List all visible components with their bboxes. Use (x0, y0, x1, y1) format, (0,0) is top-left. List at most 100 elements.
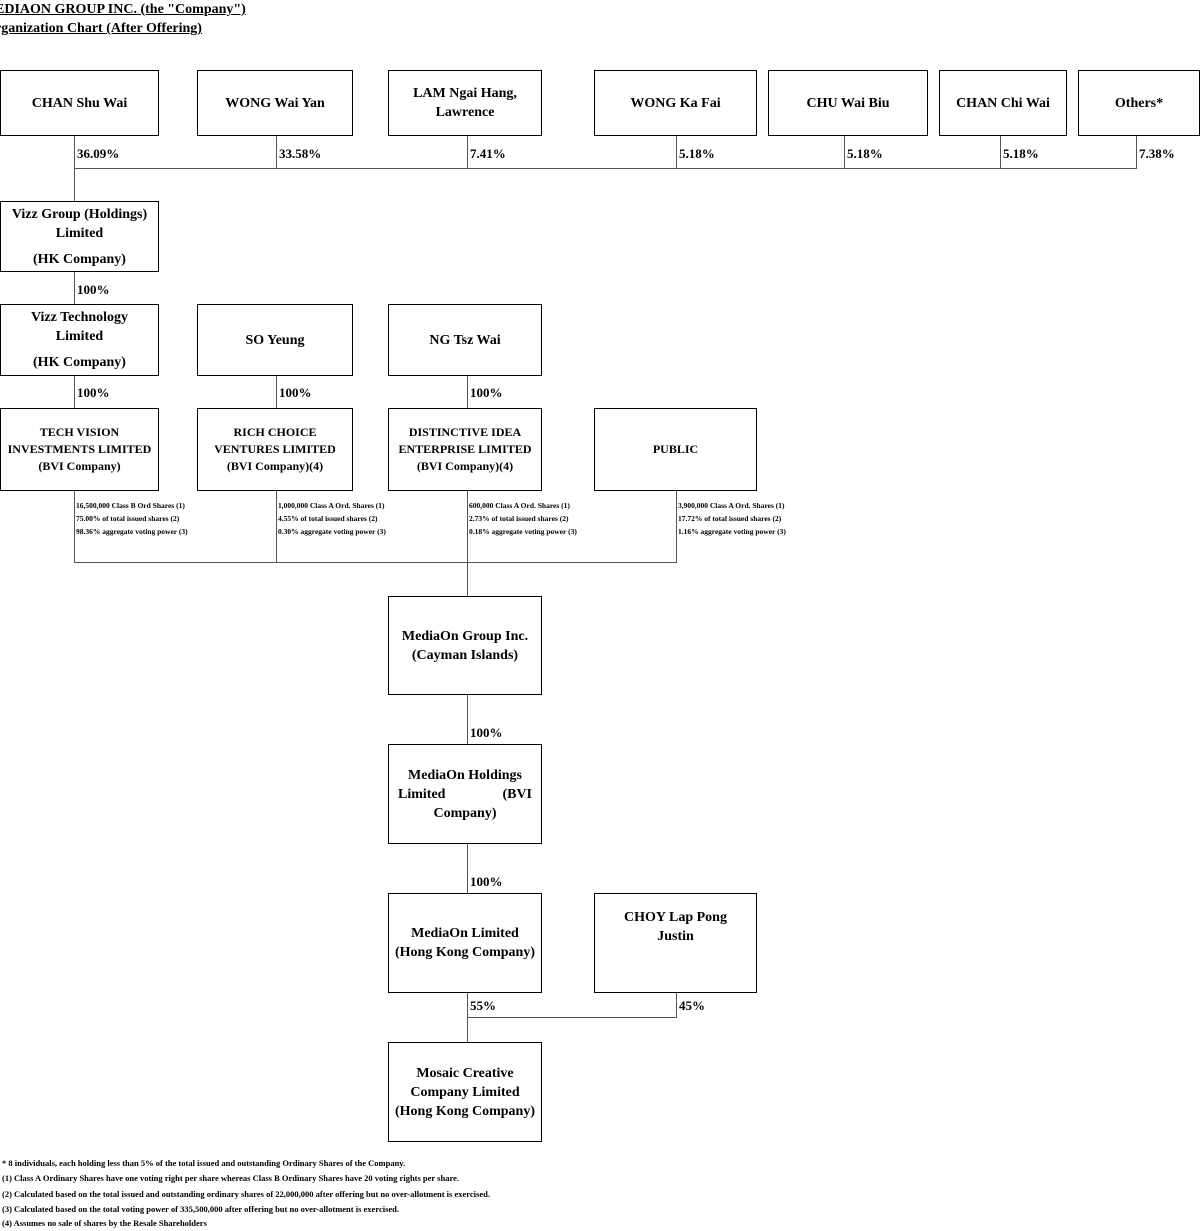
ownership-percentage: 100% (470, 874, 503, 889)
connector-line (467, 490, 468, 597)
tech-vision-box: TECH VISION INVESTMENTS LIMITED (BVI Com… (0, 408, 159, 491)
choy-lap-pong-box: CHOY Lap Pong Justin (594, 893, 757, 993)
entity-jurisdiction: (Hong Kong Company) (394, 1103, 536, 1119)
entity-name: INVESTMENTS LIMITED (7, 442, 152, 456)
entity-name: TECH VISION (39, 425, 120, 439)
shareholding-line: 0.30% aggregate voting power (3) (278, 527, 386, 536)
ownership-percentage: 100% (470, 385, 503, 400)
shareholder-name: CHOY Lap Pong (624, 910, 727, 925)
connector-line (74, 168, 1137, 169)
entity-name: Vizz Group (Holdings) (11, 206, 148, 222)
footnote: * 8 individuals, each holding less than … (2, 1158, 406, 1168)
connector-line (1000, 135, 1001, 168)
ownership-percentage: 5.18% (847, 146, 883, 161)
shareholding-line: 17.72% of total issued shares (2) (678, 514, 782, 523)
shareholder-box: LAM Ngai Hang, Lawrence (388, 70, 542, 136)
so-yeung-box: SO Yeung (197, 304, 353, 376)
entity-name: MediaOn Limited (411, 926, 519, 941)
shareholder-name: Lawrence (435, 105, 495, 120)
ownership-percentage: 55% (470, 998, 496, 1013)
entity-name: Mosaic Creative (416, 1065, 514, 1081)
shareholder-box: Others* (1078, 70, 1200, 136)
shareholder-box: CHAN Chi Wai (939, 70, 1067, 136)
public-box: PUBLIC (594, 408, 757, 491)
vizz-holdings-box: Vizz Group (Holdings) Limited (HK Compan… (0, 201, 159, 272)
ng-tsz-wai-box: NG Tsz Wai (388, 304, 542, 376)
shareholding-line: 2.73% of total issued shares (2) (469, 514, 569, 523)
shareholder-name: LAM Ngai Hang, (413, 86, 517, 101)
entity-jurisdiction: (BVI (502, 786, 532, 802)
footnote: (2) Calculated based on the total issued… (2, 1189, 490, 1199)
connector-line (74, 562, 677, 563)
chart-title: EDIAON GROUP INC. (the "Company") (0, 2, 246, 17)
connector-line (676, 135, 677, 168)
mediaon-holdings-box: MediaOn Holdings Limited (BVI Company) (388, 744, 542, 844)
shareholding-line: 3,900,000 Class A Ord. Shares (1) (678, 501, 785, 510)
connector-line (74, 271, 75, 305)
shareholder-name: NG Tsz Wai (429, 332, 501, 348)
shareholder-name: CHAN Shu Wai (31, 95, 128, 111)
ownership-percentage: 7.41% (470, 146, 506, 161)
shareholder-box: CHAN Shu Wai (0, 70, 159, 136)
ownership-percentage: 5.18% (679, 146, 715, 161)
shareholding-line: 0.18% aggregate voting power (3) (469, 527, 577, 536)
entity-name: Vizz Technology (30, 310, 129, 325)
shareholder-name: SO Yeung (245, 332, 305, 348)
entity-jurisdiction: (HK Company) (33, 251, 126, 267)
entity-name: RICH CHOICE (233, 425, 317, 439)
ownership-percentage: 100% (77, 282, 110, 297)
entity-name: Limited (55, 225, 104, 241)
entity-name: Limited (55, 329, 104, 344)
shareholder-name: Justin (657, 929, 694, 944)
ownership-percentage: 5.18% (1003, 146, 1039, 161)
shareholding-line: 1,000,000 Class A Ord. Shares (1) (278, 501, 385, 510)
connector-line (467, 1017, 677, 1018)
shareholding-line: 600,000 Class A Ord. Shares (1) (469, 501, 570, 510)
ownership-percentage: 36.09% (77, 146, 120, 161)
vizz-technology-box: Vizz Technology Limited (HK Company) (0, 304, 159, 376)
shareholder-box: WONG Wai Yan (197, 70, 353, 136)
entity-name: MediaOn Holdings (408, 767, 522, 783)
shareholding-details: 3,900,000 Class A Ord. Shares (1) 17.72%… (678, 499, 786, 538)
connector-line (74, 490, 75, 563)
shareholder-box: CHU Wai Biu (768, 70, 928, 136)
shareholder-name: Others* (1114, 95, 1164, 111)
shareholding-line: 98.36% aggregate voting power (3) (76, 527, 188, 536)
ownership-percentage: 33.58% (279, 146, 322, 161)
entity-jurisdiction: (BVI Company)(4) (416, 459, 514, 473)
entity-jurisdiction: (HK Company) (33, 355, 126, 370)
entity-name: MediaOn Group Inc. (401, 628, 529, 644)
footnote: (3) Calculated based on the total voting… (2, 1204, 400, 1214)
entity-jurisdiction: (BVI Company) (38, 459, 121, 473)
connector-line (276, 135, 277, 168)
connector-line (276, 375, 277, 409)
rich-choice-box: RICH CHOICE VENTURES LIMITED (BVI Compan… (197, 408, 353, 491)
mediaon-group-box: MediaOn Group Inc. (Cayman Islands) (388, 596, 542, 695)
connector-line (276, 490, 277, 563)
shareholding-details: 16,500,000 Class B Ord Shares (1) 75.00%… (76, 499, 188, 538)
connector-line (844, 135, 845, 168)
shareholder-box: WONG Ka Fai (594, 70, 757, 136)
shareholding-line: 4.55% of total issued shares (2) (278, 514, 378, 523)
entity-name: ENTERPRISE LIMITED (398, 442, 532, 456)
entity-name: Company Limited (410, 1084, 520, 1100)
mediaon-limited-box: MediaOn Limited (Hong Kong Company) (388, 893, 542, 993)
connector-line (467, 375, 468, 409)
shareholding-line: 1.16% aggregate voting power (3) (678, 527, 786, 536)
ownership-percentage: 100% (279, 385, 312, 400)
entity-jurisdiction: (BVI Company)(4) (226, 459, 324, 473)
entity-name: PUBLIC (652, 442, 699, 456)
entity-jurisdiction: (Cayman Islands) (411, 647, 519, 663)
shareholding-details: 1,000,000 Class A Ord. Shares (1) 4.55% … (278, 499, 386, 538)
footnote: (4) Assumes no sale of shares by the Res… (2, 1218, 207, 1228)
shareholding-line: 16,500,000 Class B Ord Shares (1) (76, 501, 185, 510)
shareholder-name: WONG Ka Fai (630, 95, 721, 111)
ownership-percentage: 7.38% (1139, 146, 1175, 161)
connector-line (676, 490, 677, 563)
ownership-percentage: 45% (679, 998, 705, 1013)
mosaic-creative-box: Mosaic Creative Company Limited (Hong Ko… (388, 1042, 542, 1142)
entity-name: DISTINCTIVE IDEA (408, 425, 522, 439)
entity-jurisdiction: Company) (433, 805, 497, 821)
connector-line (1136, 135, 1137, 168)
